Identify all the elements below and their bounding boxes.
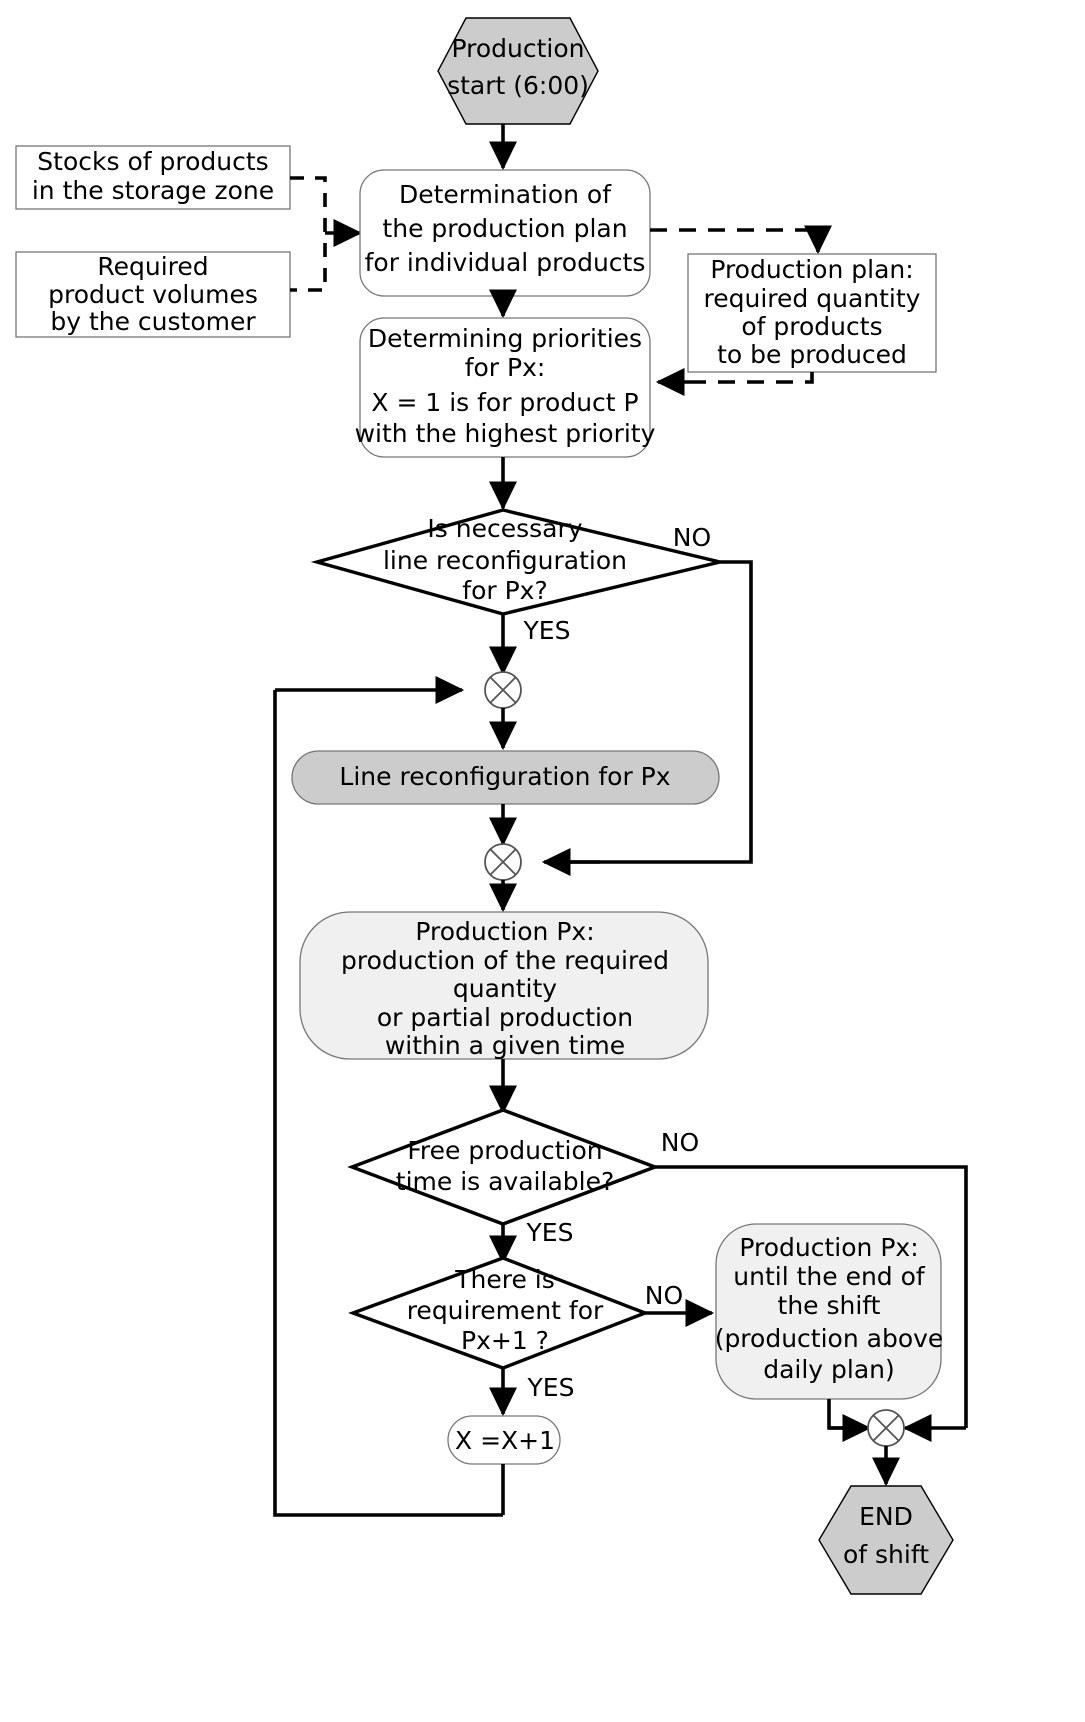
node-production-plan-line-2: required quantity — [704, 284, 921, 313]
node-line-reconfiguration: Line reconfiguration for Px — [291, 750, 720, 805]
node-production-plan: Production plan: required quantity of pr… — [687, 253, 937, 373]
node-input-required-line-1: Required — [97, 252, 208, 281]
node-decision-requirement-line-3: Px+1 ? — [461, 1326, 549, 1355]
node-input-required-line-2: product volumes — [48, 280, 258, 309]
node-production-until-end-line-1: Production Px: — [739, 1233, 918, 1262]
node-decision-reconfig: Is necessary line reconfiguration for Px… — [310, 508, 721, 616]
node-production-plan-line-1: Production plan: — [710, 255, 913, 284]
node-priorities-line-3: X = 1 is for product P — [371, 388, 638, 417]
edge-reconfig-no — [562, 560, 753, 864]
node-determination: Determination of the production plan for… — [359, 169, 651, 297]
node-determination-line-1: Determination of — [399, 180, 612, 209]
edge-label-free-time-no: NO — [661, 1128, 699, 1157]
node-determination-line-3: for individual products — [365, 248, 646, 277]
node-decision-reconfig-line-3: for Px? — [462, 576, 547, 605]
node-input-stocks-line-2: in the storage zone — [32, 176, 274, 205]
edge-label-requirement-yes: YES — [527, 1373, 575, 1402]
node-production-until-end: Production Px: until the end of the shif… — [715, 1223, 944, 1400]
node-decision-reconfig-line-2: line reconfiguration — [383, 546, 627, 575]
node-production-until-end-line-2: until the end of — [733, 1262, 926, 1291]
edge-label-free-time-yes: YES — [526, 1218, 574, 1247]
node-production-plan-line-3: of products — [741, 312, 882, 341]
node-decision-requirement: There is requirement for Px+1 ? — [348, 1256, 650, 1370]
node-production-plan-line-4: to be produced — [717, 340, 907, 369]
node-production-until-end-line-4: (production above — [715, 1324, 944, 1353]
node-line-reconfiguration-label: Line reconfiguration for Px — [339, 762, 670, 791]
node-start: Production start (6:00) — [437, 17, 599, 125]
node-input-stocks: Stocks of products in the storage zone — [15, 145, 291, 210]
node-priorities-line-4: with the highest priority — [355, 419, 656, 448]
node-start-line-1: Production — [451, 34, 584, 63]
node-increment-label: X =X+1 — [455, 1426, 555, 1455]
node-priorities-line-1: Determining priorities — [368, 324, 642, 353]
node-end: END of shift — [818, 1485, 954, 1595]
node-priorities: Determining priorities for Px: X = 1 is … — [355, 317, 656, 458]
node-determination-line-2: the production plan — [382, 214, 627, 243]
node-production-px-line-5: within a given time — [385, 1031, 625, 1060]
node-input-required-line-3: by the customer — [50, 307, 256, 336]
node-merge-4 — [867, 1409, 905, 1447]
node-production-px: Production Px: production of the require… — [299, 911, 709, 1060]
node-end-line-2: of shift — [843, 1540, 929, 1569]
node-increment: X =X+1 — [447, 1415, 561, 1465]
node-production-until-end-line-5: daily plan) — [763, 1355, 895, 1384]
node-start-line-2: start (6:00) — [447, 71, 589, 100]
edge-label-reconfig-yes: YES — [523, 616, 571, 645]
edge-free-time-no — [655, 1165, 968, 1428]
node-merge-1 — [484, 671, 522, 709]
node-end-line-1: END — [859, 1502, 913, 1531]
edge-until-end-to-merge4 — [827, 1399, 848, 1430]
node-priorities-line-2: for Px: — [465, 353, 546, 382]
node-production-px-line-2: production of the required — [341, 946, 669, 975]
node-decision-free-time: Free production time is available? — [347, 1108, 660, 1226]
node-decision-reconfig-line-1: Is necessary — [427, 514, 582, 543]
node-input-stocks-line-1: Stocks of products — [37, 147, 268, 176]
node-merge-2 — [484, 843, 522, 881]
edge-plan-to-priorities — [700, 372, 814, 384]
edge-loopback-to-merge1 — [273, 690, 503, 1517]
edge-inputs-to-determination — [290, 176, 327, 292]
node-decision-free-time-line-1: Free production — [407, 1136, 602, 1165]
node-decision-free-time-line-2: time is available? — [396, 1167, 614, 1196]
edge-label-reconfig-no: NO — [673, 523, 711, 552]
node-production-px-line-4: or partial production — [377, 1003, 633, 1032]
node-production-px-line-1: Production Px: — [415, 917, 594, 946]
node-decision-requirement-line-1: There is — [454, 1265, 555, 1294]
node-production-until-end-line-3: the shift — [778, 1291, 881, 1320]
node-production-px-line-3: quantity — [453, 974, 557, 1003]
node-decision-requirement-line-2: requirement for — [407, 1296, 604, 1325]
node-input-required: Required product volumes by the customer — [15, 251, 291, 338]
edge-label-requirement-no: NO — [645, 1281, 683, 1310]
